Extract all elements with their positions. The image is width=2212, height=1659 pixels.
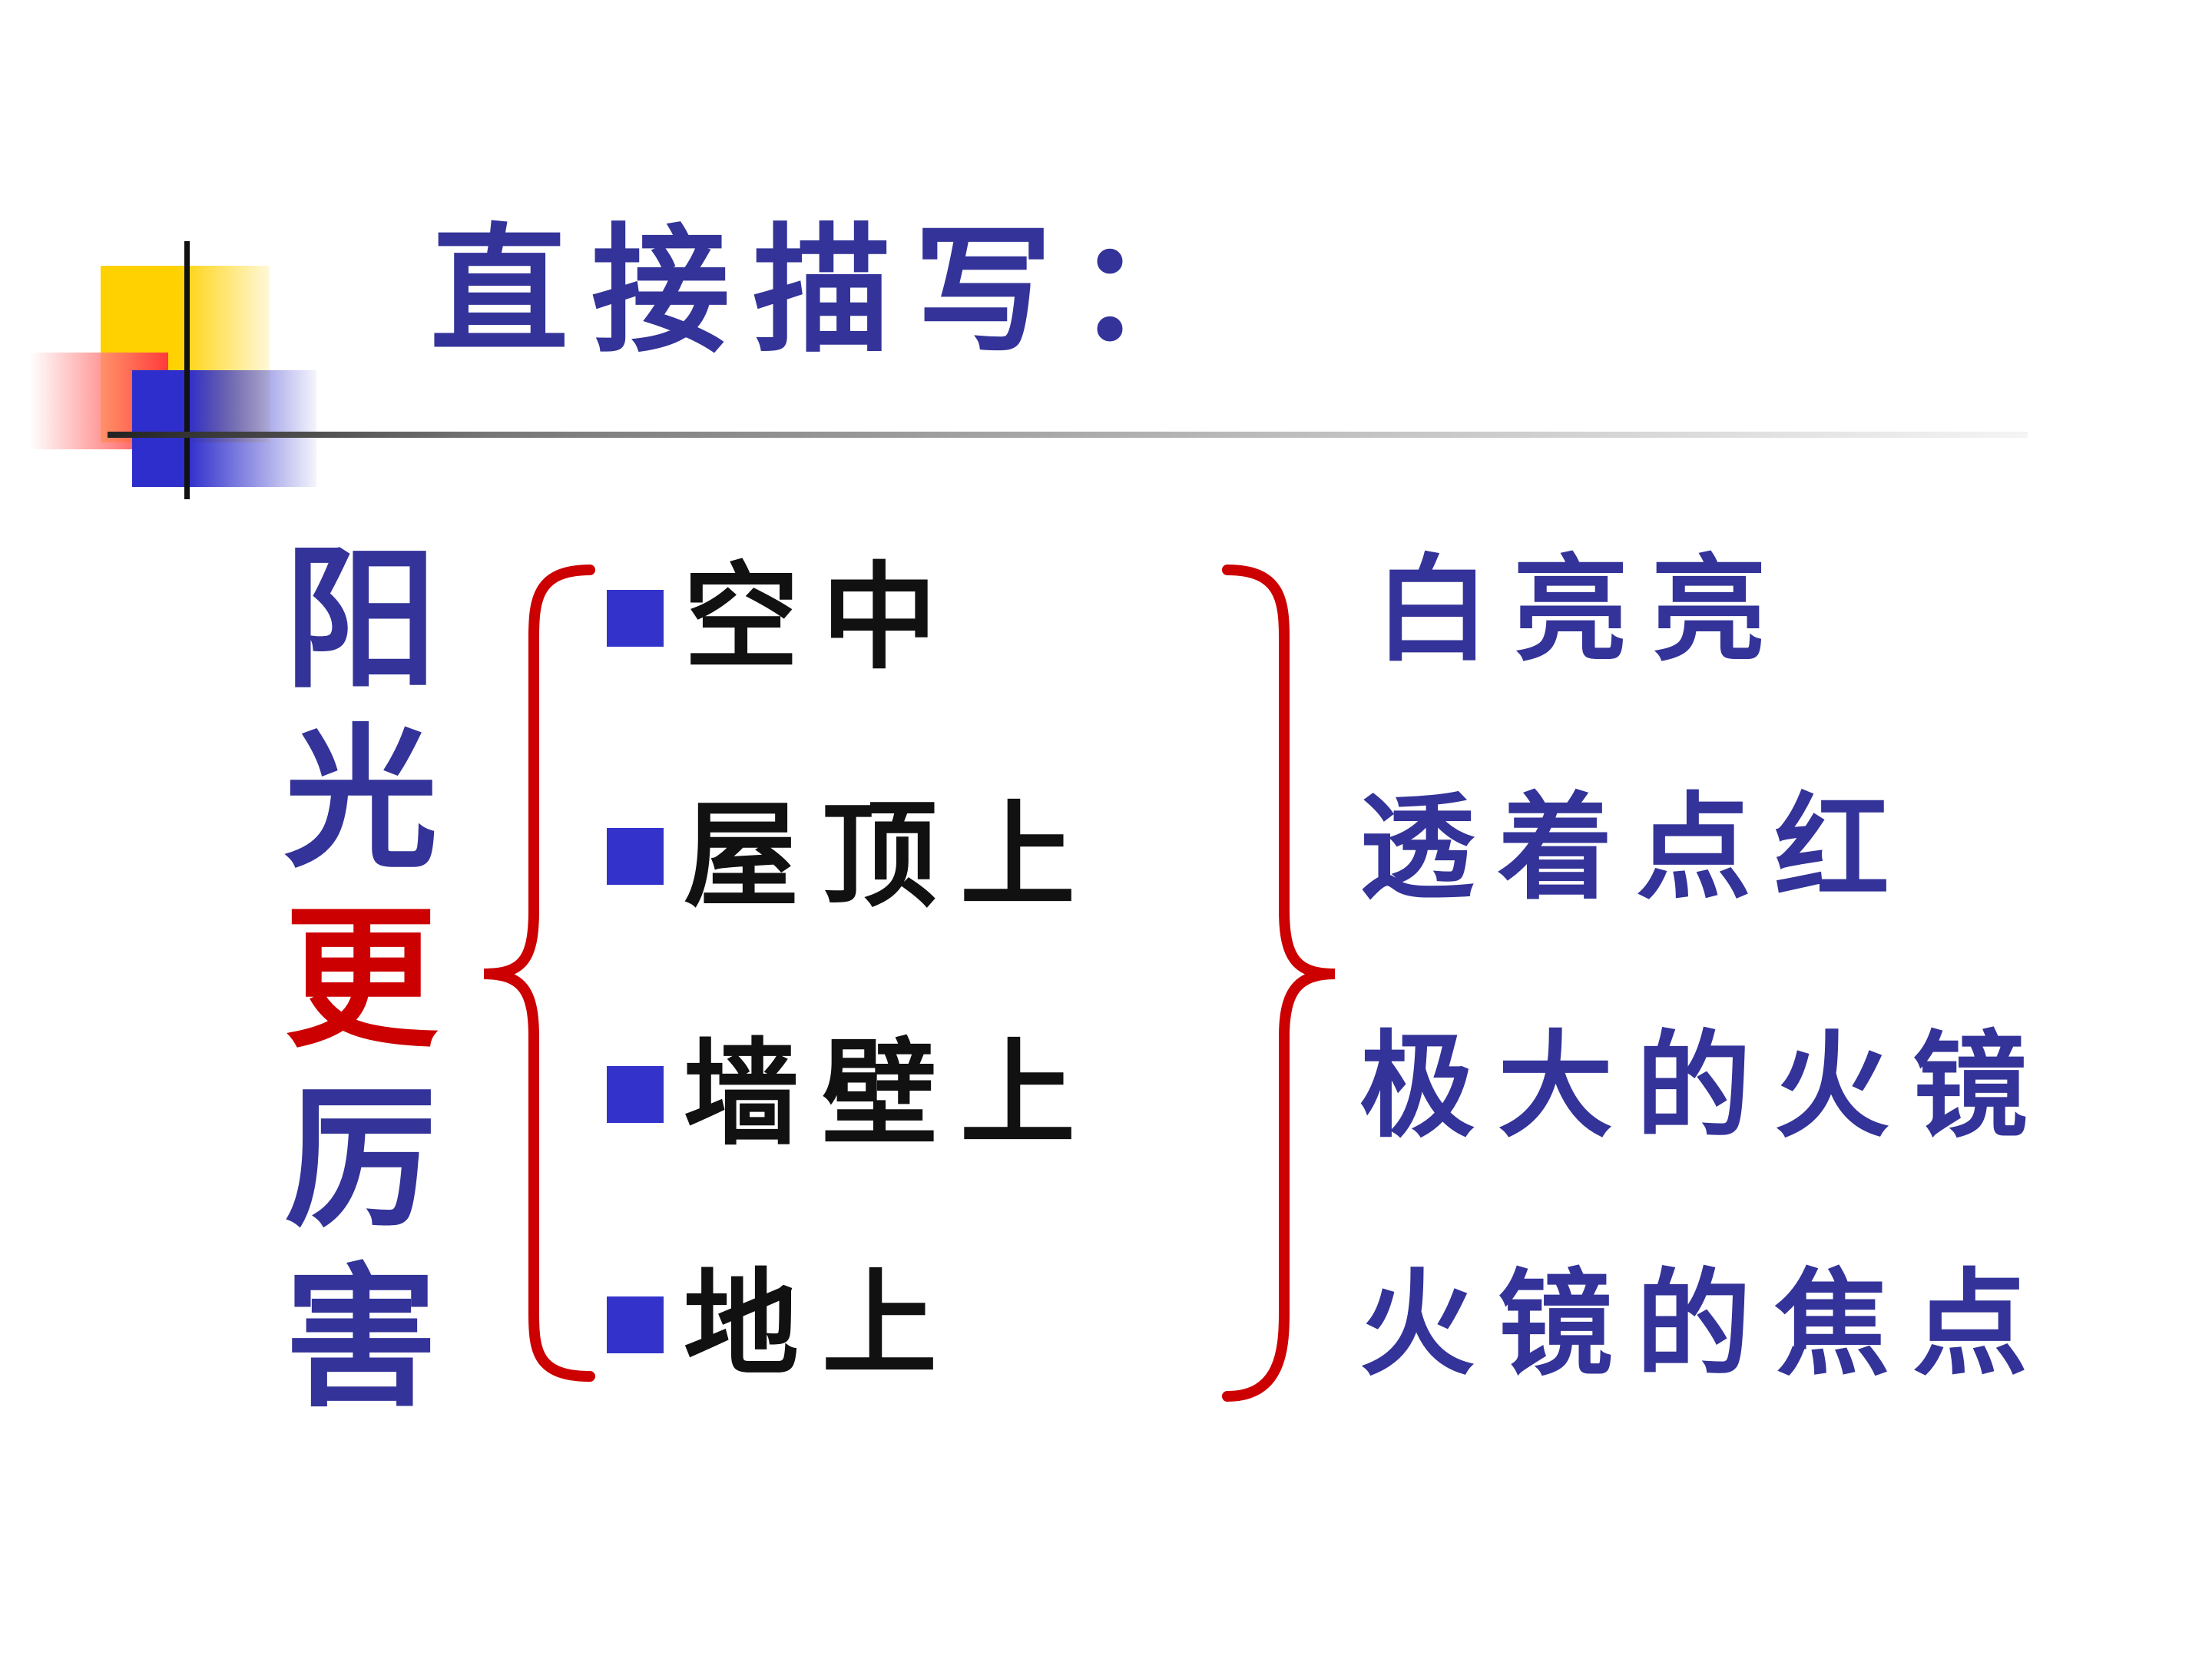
right-description: 火镜的焦点 bbox=[1359, 1258, 2051, 1392]
middle-item-label: 空中 bbox=[684, 551, 961, 685]
right-description: 极大的火镜 bbox=[1359, 1020, 2051, 1154]
middle-item-label: 屋顶上 bbox=[684, 790, 1099, 923]
left-char-1: 阳 bbox=[283, 531, 438, 710]
middle-item-label: 墙壁上 bbox=[684, 1028, 1099, 1161]
right-description: 白亮亮 bbox=[1375, 544, 1790, 677]
middle-item-label: 地上 bbox=[684, 1258, 961, 1392]
square-bullet-icon bbox=[607, 1066, 664, 1123]
title-ornament-blue-square bbox=[132, 370, 316, 487]
right-brace bbox=[1222, 565, 1336, 1402]
square-bullet-icon bbox=[607, 590, 664, 647]
left-vertical-phrase: 阳 光 更 厉 害 bbox=[269, 538, 453, 1422]
left-brace bbox=[483, 565, 595, 1382]
right-description: 透着点红 bbox=[1359, 782, 1913, 916]
middle-list-item: 空中 bbox=[607, 561, 960, 676]
title-underline bbox=[108, 432, 2028, 438]
left-char-5: 害 bbox=[283, 1250, 438, 1429]
square-bullet-icon bbox=[607, 828, 664, 885]
title-ornament-vertical-line bbox=[184, 241, 190, 499]
left-char-3-highlight: 更 bbox=[283, 890, 438, 1069]
middle-list-item: 屋顶上 bbox=[607, 799, 1098, 914]
left-char-4: 厉 bbox=[283, 1070, 438, 1249]
middle-list-item: 墙壁上 bbox=[607, 1037, 1098, 1152]
slide-title: 直接描写： bbox=[430, 211, 1237, 372]
square-bullet-icon bbox=[607, 1296, 664, 1353]
left-char-2: 光 bbox=[283, 710, 438, 889]
middle-list-item: 地上 bbox=[607, 1267, 960, 1382]
